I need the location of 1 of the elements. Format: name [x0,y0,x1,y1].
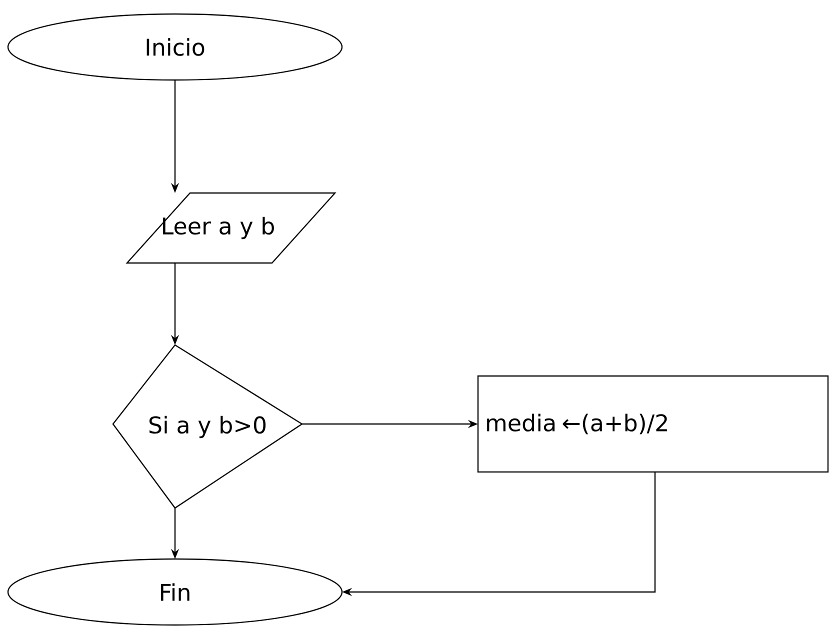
process-box: media ←(a+b)/2 [477,375,829,473]
